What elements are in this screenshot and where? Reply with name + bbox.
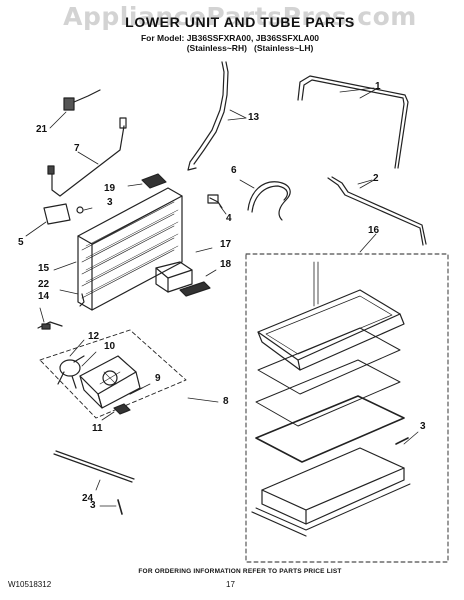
part-14-sensor — [37, 307, 63, 330]
part-2-tube — [327, 176, 427, 246]
callout-9: 9 — [155, 373, 161, 384]
part-13-tube — [187, 61, 247, 171]
page-title: LOWER UNIT AND TUBE PARTS — [125, 14, 355, 30]
part-fan-shroud — [79, 355, 141, 409]
part-3-screw-lower — [99, 499, 123, 515]
part-22-clip — [59, 289, 85, 307]
callout-leaders — [227, 87, 375, 185]
callout-15: 15 — [38, 263, 50, 274]
part-21-connector — [49, 89, 101, 129]
callout-24: 24 — [82, 493, 94, 504]
callout-8: 8 — [223, 396, 229, 407]
part-11-bracket — [101, 403, 131, 421]
part-6-coil — [239, 179, 291, 221]
part-lower-tray — [251, 431, 419, 537]
watermark: AppliancePartsPros.com — [63, 2, 417, 31]
callout-16: 16 — [368, 225, 380, 236]
callout-14: 14 — [38, 291, 50, 302]
part-8-fan-assembly-group — [39, 329, 219, 419]
part-3-screw-upper — [76, 206, 93, 214]
part-10-fan-motor — [57, 339, 97, 389]
ordering-info: FOR ORDERING INFORMATION REFER TO PARTS … — [138, 568, 342, 575]
part-15-evaporator — [53, 187, 183, 311]
part-24-rail — [53, 450, 135, 491]
part-16-drain-pan-group — [245, 233, 449, 563]
callout-10: 10 — [104, 341, 116, 352]
document-code: W10518312 — [8, 580, 52, 589]
variant-line: (Stainless~RH) (Stainless~LH) — [160, 43, 340, 53]
callout-11: 11 — [92, 423, 103, 434]
variant-rh: (Stainless~RH) — [186, 43, 247, 53]
callout-2: 2 — [373, 173, 379, 184]
callout-17: 17 — [220, 239, 232, 250]
variant-lh: (Stainless~LH) — [254, 43, 314, 53]
part-18-pad — [179, 269, 217, 297]
callout-19: 19 — [104, 183, 116, 194]
callout-21: 21 — [36, 124, 48, 135]
part-5-bracket — [25, 203, 71, 237]
part-4-clip — [207, 194, 227, 215]
part-17-housing — [155, 247, 213, 293]
model-line: For Model: JB36SSFXRA00, JB36SSFXLA00 — [140, 33, 320, 43]
part-9-screw — [129, 383, 151, 395]
callout-12: 12 — [88, 331, 100, 342]
part-7-harness — [47, 117, 127, 197]
callout-13: 13 — [248, 112, 260, 123]
part-1-tube — [297, 75, 409, 169]
callout-22: 22 — [38, 279, 50, 290]
callout-4: 4 — [226, 213, 232, 224]
part-19-bracket — [127, 173, 167, 189]
callout-18: 18 — [220, 259, 232, 270]
callout-3-lower: 3 — [90, 500, 96, 511]
callout-7: 7 — [74, 143, 80, 154]
callout-5: 5 — [18, 237, 24, 248]
callout-6: 6 — [231, 165, 237, 176]
callout-3-upper: 3 — [107, 197, 113, 208]
callout-3-right: 3 — [420, 421, 426, 432]
callout-1: 1 — [375, 81, 381, 92]
page-number: 17 — [226, 580, 235, 589]
part-panel-sheets — [255, 327, 405, 463]
part-upper-pan — [257, 261, 405, 371]
